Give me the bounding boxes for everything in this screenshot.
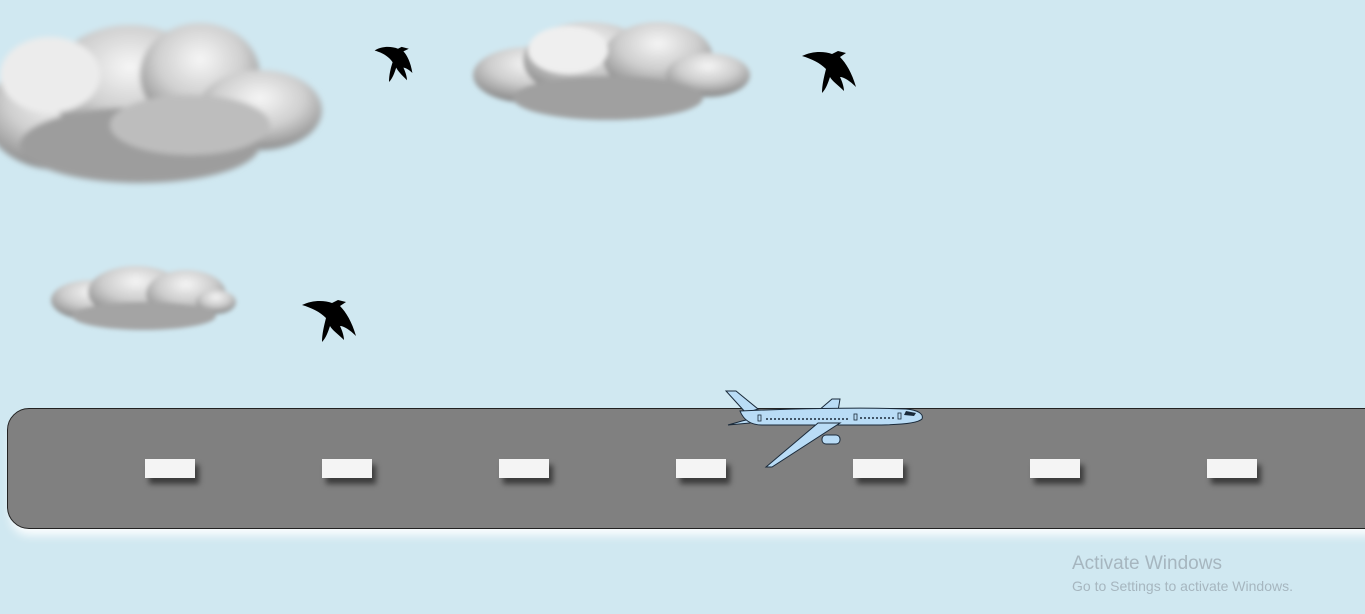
watermark-title: Activate Windows (1072, 553, 1222, 574)
runway-marking (676, 459, 726, 478)
cloud (473, 22, 750, 120)
runway-marking (322, 459, 372, 478)
crow-icon (302, 300, 356, 342)
runway-marking (145, 459, 195, 478)
runway-marking (1030, 459, 1080, 478)
runway-marking (853, 459, 903, 478)
runway-marking (1207, 459, 1257, 478)
crow-icon (802, 51, 856, 93)
cloud (51, 266, 236, 330)
crow-icon (374, 46, 413, 82)
watermark-subtitle: Go to Settings to activate Windows. (1072, 578, 1293, 594)
cloud (0, 23, 322, 183)
activation-watermark: Activate Windows Go to Settings to activ… (1072, 553, 1293, 595)
airplane-icon[interactable] (722, 383, 926, 471)
runway-marking (499, 459, 549, 478)
